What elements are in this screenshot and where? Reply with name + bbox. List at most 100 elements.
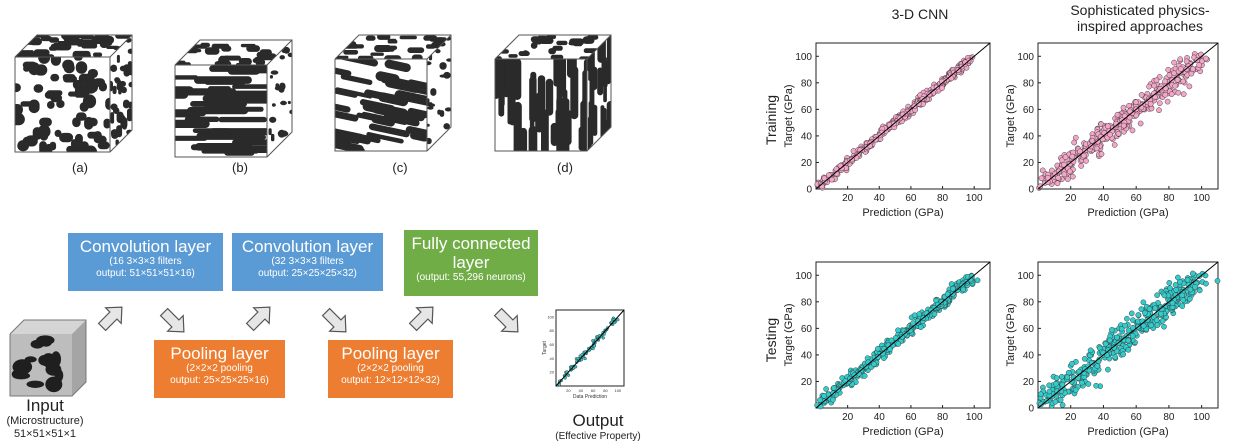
- scatter-plot-2-point: [1164, 98, 1171, 105]
- conv-layer-2-output: output: 25×25×25×32): [258, 268, 357, 279]
- scatter-plot-4-xtick-label: 80: [1163, 412, 1175, 423]
- microstructure-cube-a-top-blob: [81, 43, 98, 49]
- scatter-plot-2-point: [1107, 131, 1113, 138]
- scatter-plot-4-xlabel: Prediction (GPa): [1087, 426, 1168, 438]
- scatter-plot-2-point: [1175, 89, 1182, 96]
- scatter-plot-3-point: [861, 373, 868, 379]
- microstructure-cube-c-top-blob: [358, 55, 374, 59]
- microstructure-cube-c-front-blob: [371, 115, 395, 127]
- microstructure-cube-b-front-blob: [175, 109, 207, 117]
- microstructure-cube-c-side-blob: [439, 110, 445, 117]
- microstructure-cube-b-front-blob: [213, 106, 246, 114]
- pooling-layer-1-size: (2×2×2 pooling: [186, 363, 253, 374]
- scatter-plot-3-point: [875, 354, 881, 360]
- microstructure-cube-b-side-blob: [269, 75, 273, 79]
- row-label-testing: Testing: [763, 317, 779, 363]
- output-mini-xtick-label: 100: [614, 388, 621, 393]
- scatter-plot-2-point: [1148, 105, 1155, 112]
- flow-arrow-3-shape: [245, 306, 271, 332]
- flow-arrow-4-shape: [321, 307, 347, 333]
- scatter-plot-4-xtick-label: 100: [1193, 412, 1210, 423]
- microstructure-cube-a-side-blob: [123, 99, 130, 109]
- microstructure-cube-a-outline: [14, 34, 133, 153]
- scatter-plot-4-point: [1179, 303, 1186, 309]
- microstructure-cube-d-front-blob: [583, 59, 587, 90]
- microstructure-cube-a-side-blob: [122, 117, 128, 124]
- scatter-plot-3-point: [821, 393, 827, 399]
- microstructure-cube-a-front-blob: [39, 117, 52, 127]
- scatter-plot-1-point: [821, 175, 828, 182]
- flow-arrow-6-shape: [493, 307, 519, 333]
- microstructure-cube-c-top-blob: [335, 55, 349, 59]
- microstructure-cube-d-front-blob: [530, 71, 537, 99]
- pooling-layer-2-output: output: 12×12×12×32): [341, 375, 440, 386]
- scatter-plot-4-reference-line: [1037, 261, 1219, 409]
- scatter-plot-3-xtick-label: 100: [966, 412, 983, 423]
- microstructure-cube-d-front-blob: [545, 78, 554, 116]
- scatter-plot-4-point: [1173, 286, 1179, 293]
- scatter-plot-2-point: [1114, 111, 1121, 118]
- microstructure-cube-a-front-blob: [66, 145, 75, 152]
- scatter-plot-4-point: [1146, 306, 1153, 312]
- microstructure-cube-c-top-pattern: [335, 35, 447, 59]
- output-mini-ylabel: Target: [542, 340, 548, 355]
- microstructure-cube-c-top-blob: [343, 50, 359, 55]
- scatter-plot-4-point: [1053, 380, 1059, 387]
- microstructure-cube-b-side-blob: [283, 46, 290, 54]
- microstructure-cube-b-front-blob: [204, 77, 247, 85]
- scatter-plot-4-point: [1094, 363, 1101, 369]
- microstructure-cube-c-front-blob: [335, 131, 371, 145]
- scatter-plot-4-point: [1105, 366, 1111, 373]
- scatter-plot-4-point: [1065, 369, 1072, 376]
- microstructure-cube-d-front-blob: [519, 127, 528, 151]
- microstructure-cube-b-front-blob: [232, 65, 267, 70]
- scatter-plot-2-point: [1196, 62, 1202, 68]
- scatter-plot-2-ylabel: Target (GPa): [1005, 85, 1017, 148]
- microstructure-cube-d-side-blob: [601, 35, 606, 71]
- scatter-plot-2-point: [1054, 180, 1061, 187]
- scatter-plot-4-point: [1180, 297, 1186, 303]
- microstructure-cube-c-top-blob: [433, 39, 444, 45]
- microstructure-cube-a-front-blob: [54, 129, 62, 137]
- scatter-plot-3-xtick-label: 80: [937, 412, 949, 423]
- scatter-plot-4-point: [1079, 379, 1085, 386]
- scatter-plot-2-xtick-label: 20: [1065, 193, 1077, 204]
- scatter-plot-2-ytick-label: 40: [1023, 131, 1035, 142]
- scatter-plot-2-point: [1137, 120, 1144, 127]
- scatter-plot-4-point: [1093, 382, 1099, 389]
- microstructure-cube-b-top-blob: [235, 63, 249, 65]
- scatter-plot-3-xtick-label: 40: [874, 412, 886, 423]
- scatter-plot-2-ytick-label: 60: [1023, 105, 1035, 116]
- microstructure-cube-d-outline: [494, 34, 612, 152]
- scatter-plot-1-point: [828, 176, 835, 183]
- scatter-plot-2-point: [1093, 145, 1100, 152]
- microstructure-cube-a-front-blob: [82, 94, 97, 109]
- microstructure-cube-a-front-blob: [76, 112, 87, 121]
- microstructure-cube-a-side-blob: [128, 81, 132, 88]
- scatter-plot-1-xtick-label: 60: [905, 193, 917, 204]
- microstructure-cube-a-front-blob: [71, 139, 78, 147]
- scatter-plot-1-ytick-label: 80: [801, 78, 813, 89]
- scatter-plot-3-point: [887, 346, 893, 352]
- scatter-plot-4-xtick-label: 60: [1131, 412, 1143, 423]
- scatter-plot-4-point: [1058, 373, 1065, 380]
- scatter-plot-2-point: [1168, 91, 1175, 97]
- column-title-physics-2: inspired approaches: [1076, 18, 1204, 34]
- microstructure-cube-b-side-blob: [268, 128, 272, 136]
- scatter-plot-2-point: [1202, 55, 1209, 62]
- input-cube-blob: [41, 353, 56, 368]
- scatter-plot-3-point: [914, 318, 921, 324]
- microstructure-cube-c: [334, 34, 452, 152]
- microstructure-cube-a-front-blob: [15, 113, 25, 126]
- microstructure-cube-a-front-blob: [38, 57, 51, 64]
- scatter-plot-4-point: [1158, 310, 1164, 317]
- microstructure-cube-d-front-blob: [556, 59, 563, 83]
- scatter-plot-3-point: [875, 345, 881, 352]
- microstructure-cube-d-top-blob: [530, 36, 540, 43]
- scatter-plot-3-point: [899, 333, 905, 340]
- scatter-plot-4-point: [1118, 325, 1125, 332]
- microstructure-cube-a-front-blob: [75, 61, 88, 74]
- microstructure-cube-d-top-blob: [518, 51, 530, 56]
